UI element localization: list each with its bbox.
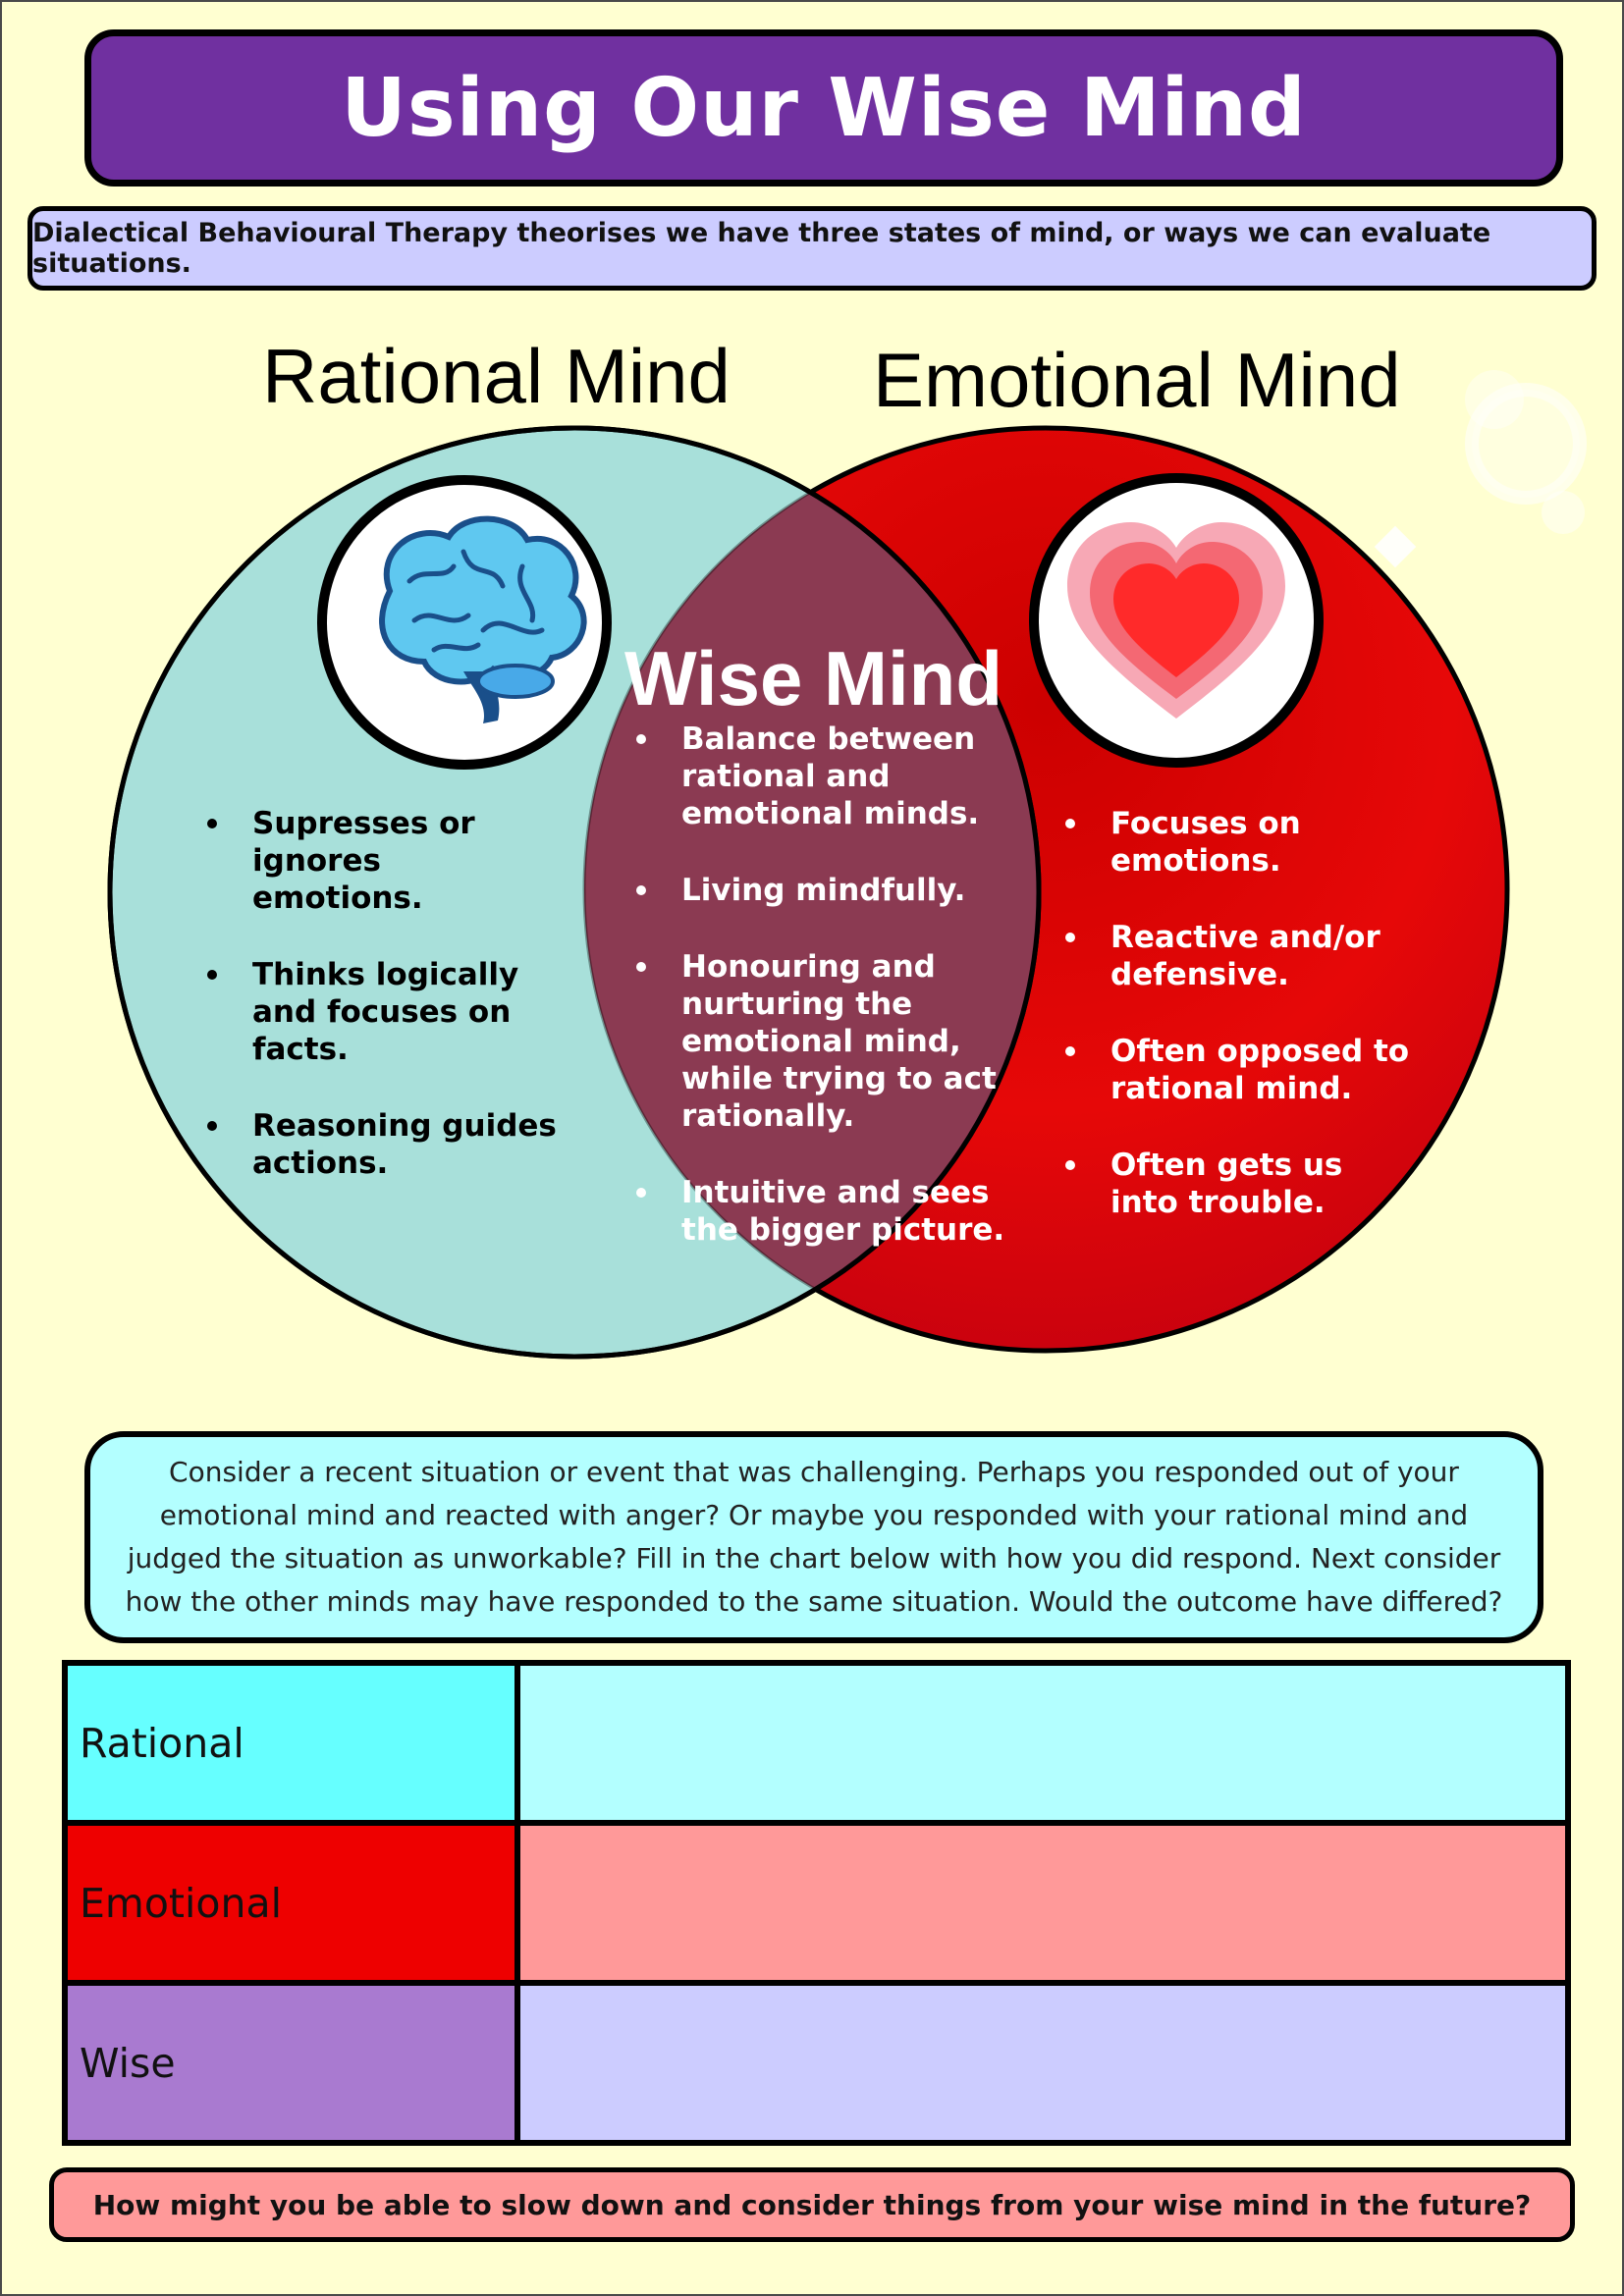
list-item: Focuses on emotions.: [1061, 805, 1415, 880]
wise-mind-list: Balance between rational and emotional m…: [632, 721, 1045, 1249]
list-item: Often opposed to rational mind.: [1061, 1033, 1415, 1107]
response-cell[interactable]: [514, 1660, 1571, 1826]
decorative-bubbles: [1374, 370, 1587, 568]
title-banner: Using Our Wise Mind: [84, 29, 1563, 187]
list-item: Reasoning guides actions.: [203, 1107, 557, 1182]
heart-icon: [1029, 473, 1324, 768]
wise-mind-heading: Wise Mind: [624, 635, 1002, 721]
reflection-question-box: How might you be able to slow down and c…: [49, 2167, 1575, 2242]
venn-diagram: Rational Mind Emotional Mind Wise Mind S…: [2, 2, 1622, 1396]
page-title: Using Our Wise Mind: [341, 61, 1307, 155]
wise-mind-overlap: [584, 428, 1039, 1351]
list-item: Balance between rational and emotional m…: [632, 721, 1045, 832]
list-item: Reactive and/or defensive.: [1061, 919, 1415, 993]
emotional-mind-heading: Emotional Mind: [873, 337, 1401, 423]
response-cell[interactable]: [514, 1820, 1571, 1986]
intro-banner: Dialectical Behavioural Therapy theorise…: [27, 206, 1597, 291]
row-label: Rational: [62, 1660, 520, 1826]
rational-mind-list: Supresses or ignores emotions. Thinks lo…: [203, 805, 557, 1182]
row-label: Wise: [62, 1980, 520, 2146]
list-item: Supresses or ignores emotions.: [203, 805, 557, 917]
row-label: Emotional: [62, 1820, 520, 1986]
table-row: Wise: [62, 1980, 1571, 2146]
list-item: Thinks logically and focuses on facts.: [203, 956, 557, 1068]
table-row: Rational: [62, 1660, 1571, 1826]
intro-text: Dialectical Behavioural Therapy theorise…: [32, 218, 1491, 279]
response-cell[interactable]: [514, 1980, 1571, 2146]
list-item: Honouring and nurturing the emotional mi…: [632, 948, 1045, 1135]
list-item: Living mindfully.: [632, 872, 1045, 909]
brain-icon: [317, 475, 612, 770]
reflection-prompt-box: Consider a recent situation or event tha…: [84, 1431, 1543, 1643]
venn-graphic: [107, 370, 1587, 1360]
emotional-mind-list: Focuses on emotions. Reactive and/or def…: [1061, 805, 1415, 1221]
list-item: Often gets us into trouble.: [1061, 1147, 1415, 1221]
rational-mind-heading: Rational Mind: [262, 333, 731, 419]
reflection-question-text: How might you be able to slow down and c…: [92, 2188, 1532, 2221]
table-row: Emotional: [62, 1820, 1571, 1986]
reflection-prompt-text: Consider a recent situation or event tha…: [125, 1456, 1503, 1618]
list-item: Intuitive and sees the bigger picture.: [632, 1174, 1045, 1249]
